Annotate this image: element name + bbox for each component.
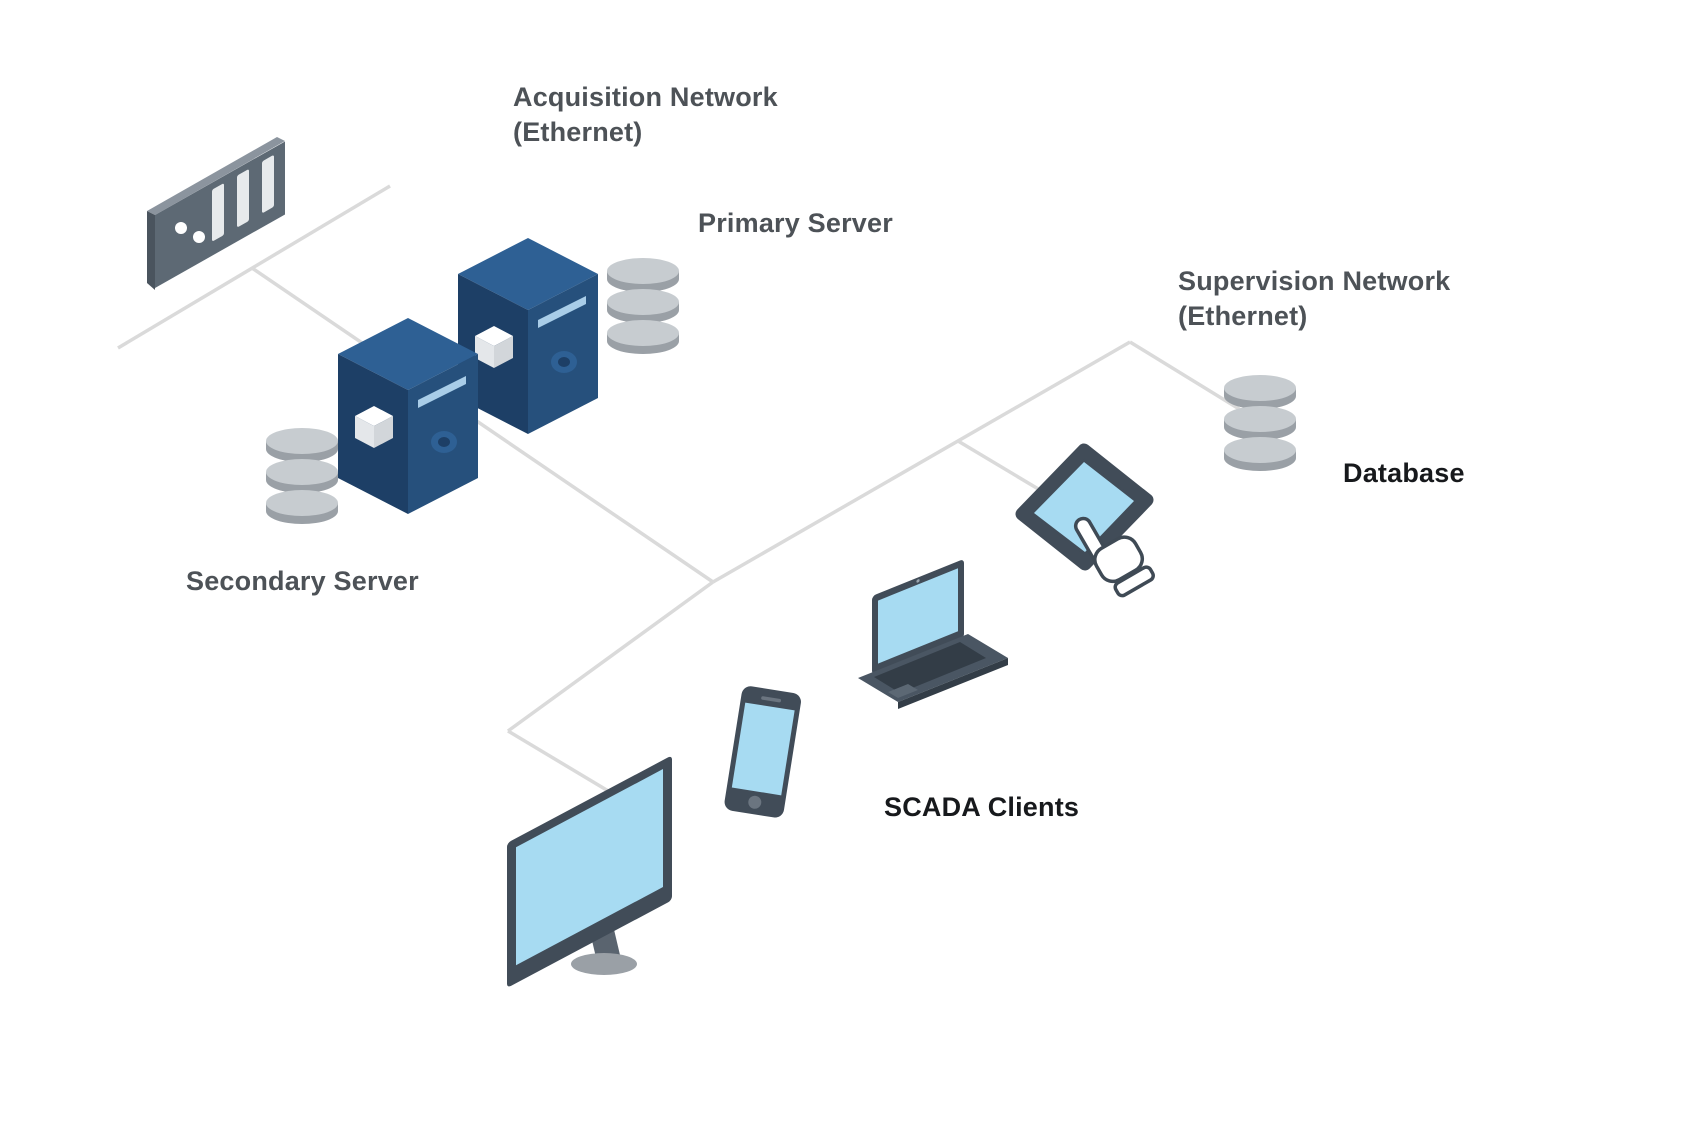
secondary-server-label: Secondary Server (186, 566, 419, 596)
phone-speaker (761, 696, 782, 703)
tablet-branch-line (957, 439, 1051, 498)
supervision-bus-line (712, 340, 1131, 584)
hand-palm (1093, 535, 1145, 584)
plc-controller-icon (147, 137, 285, 290)
network-lines (117, 184, 1263, 803)
database-label: Database (1343, 458, 1465, 488)
primary-server-icon (458, 238, 598, 434)
laptop-icon (858, 560, 1008, 709)
acquisition-network-label-line2: (Ethernet) (513, 117, 643, 147)
tablet-icon (1015, 443, 1154, 571)
laptop-camera (916, 579, 920, 583)
hand-cuff (1113, 565, 1155, 598)
acquisition-spur-line (117, 184, 391, 350)
acquisition-bus-line (251, 266, 714, 584)
supervision-network-label-line2: (Ethernet) (1178, 301, 1308, 331)
plc-slot (262, 155, 274, 213)
laptop-screen (878, 568, 958, 664)
laptop-keyboard (874, 642, 986, 693)
client-branch-line (506, 580, 715, 733)
laptop-base-edge (898, 658, 1008, 709)
primary-server-label: Primary Server (698, 208, 893, 238)
supervision-database-icon (1224, 375, 1296, 471)
pointing-hand-cursor-icon (1073, 516, 1155, 598)
plc-led (193, 231, 205, 243)
secondary-database-icon (266, 428, 338, 524)
acquisition-network-label: Acquisition Network (Ethernet) (513, 80, 778, 150)
secondary-server-icon (338, 318, 478, 514)
plc-side-face (147, 211, 155, 290)
supervision-network-label: Supervision Network (Ethernet) (1178, 264, 1450, 334)
plc-led (175, 222, 187, 234)
laptop-touchpad (888, 684, 918, 698)
phone-screen (731, 702, 795, 796)
phone-home-button (748, 795, 762, 809)
supervision-network-label-line1: Supervision Network (1178, 266, 1451, 296)
scada-clients-label: SCADA Clients (884, 792, 1080, 822)
monitor-base (571, 953, 637, 975)
tablet-screen (1034, 462, 1134, 552)
desktop-monitor-icon (507, 756, 672, 987)
plc-top-face (147, 137, 285, 215)
acquisition-network-label-line1: Acquisition Network (513, 82, 778, 112)
monitor-branch-line (507, 729, 626, 803)
plc-slot (212, 183, 224, 241)
primary-database-icon (607, 258, 679, 354)
monitor-screen (516, 769, 663, 966)
plc-slot (237, 169, 249, 227)
smartphone-icon (724, 686, 801, 818)
